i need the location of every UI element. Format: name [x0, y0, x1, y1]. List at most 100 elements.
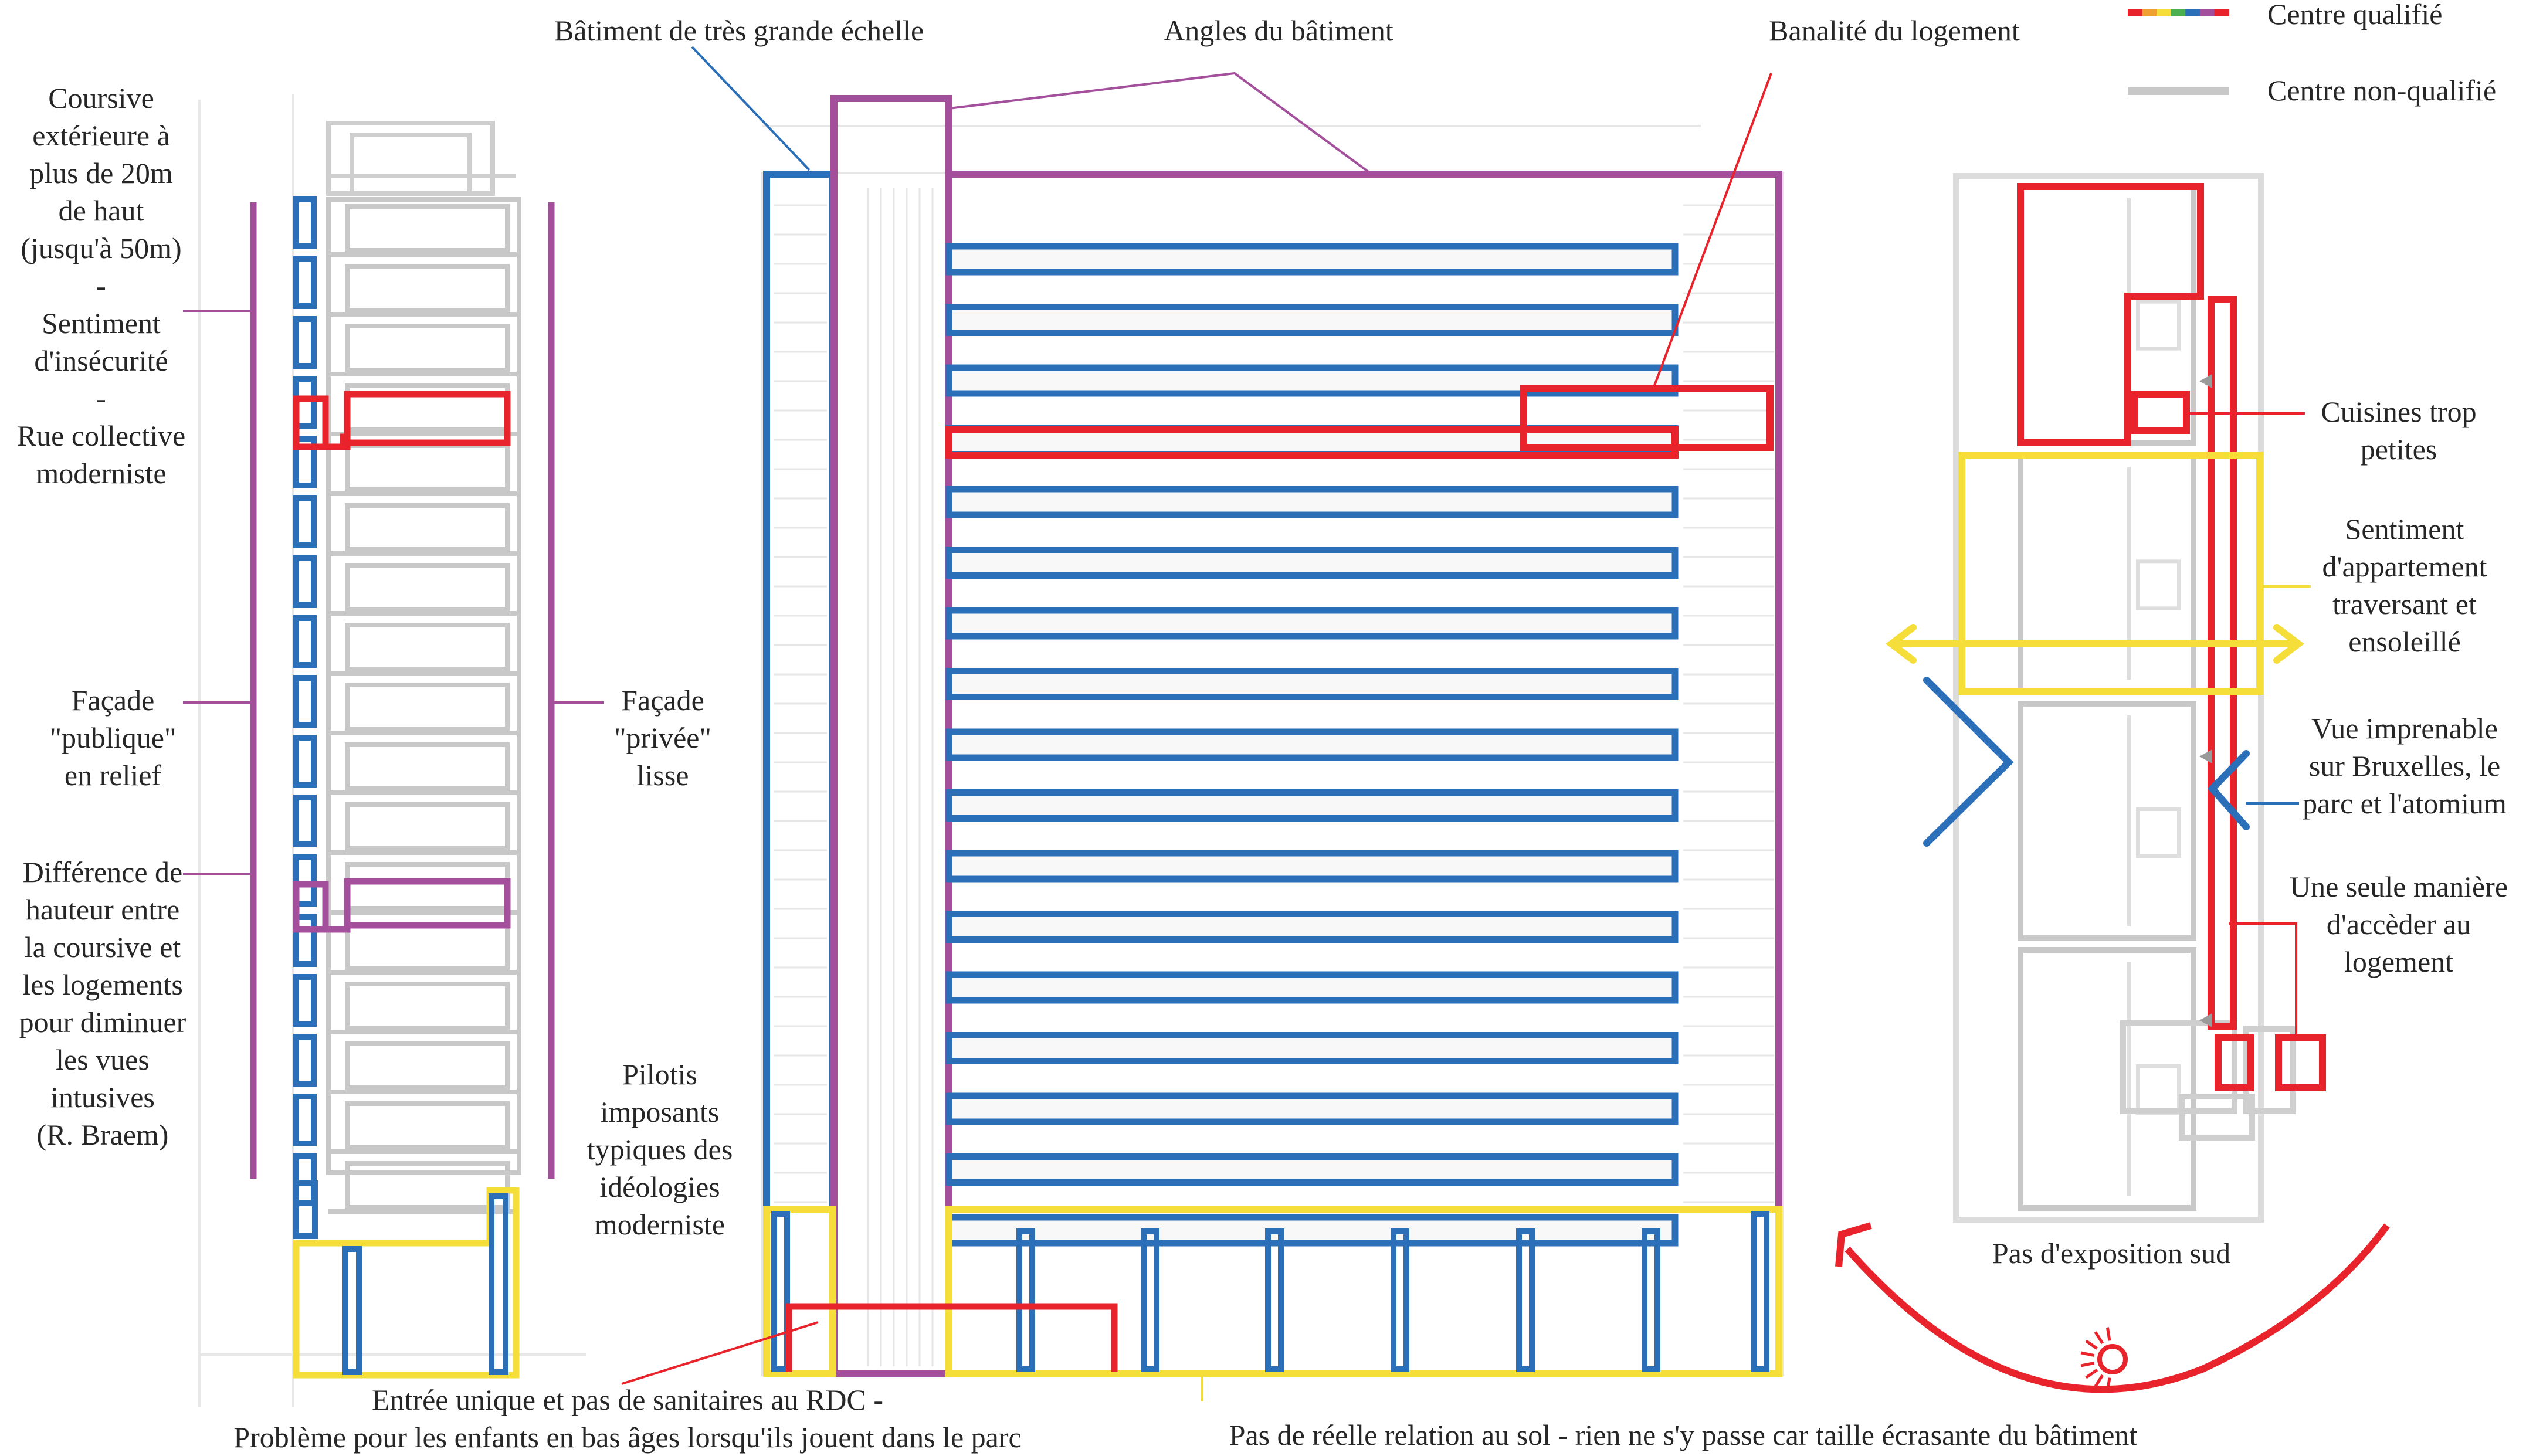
section-floors: [326, 197, 521, 1214]
sun-ray: [2080, 1351, 2095, 1357]
elevation-gallery-bar: [945, 486, 1679, 518]
section-purple-floor: [293, 878, 511, 933]
section-floor-slab: [345, 443, 510, 492]
elevation-gallery-bar: [945, 668, 1679, 700]
plan-room: [2136, 559, 2181, 610]
building-plan: [1835, 173, 2390, 1393]
elevation-red-gallery: [945, 426, 1679, 459]
plan-access-arrows: [2199, 374, 2212, 1027]
elevation-gallery-bar: [945, 304, 1679, 336]
elevation-gallery-bar: [945, 1153, 1679, 1186]
legend-swatch-segment: [2142, 9, 2158, 16]
section-gallery-box: [293, 675, 317, 728]
sun-ray: [2085, 1339, 2098, 1350]
plan-access-gallery: [2208, 296, 2237, 1030]
section-gallery-box: [293, 1094, 317, 1146]
plan-room: [2136, 807, 2181, 858]
plan-red-kitchen: [2131, 391, 2190, 434]
section-gallery-box: [293, 974, 317, 1027]
legend-swatch-segment: [2157, 9, 2172, 16]
section-floor-slab: [345, 862, 510, 911]
elevation-gallery-bar: [945, 850, 1679, 883]
section-pilotis-column-left: [342, 1246, 362, 1375]
sun-ray: [2094, 1374, 2104, 1387]
south-arc: [1845, 1223, 2390, 1393]
elevation-piloti: [1391, 1228, 1409, 1372]
section-floor-slab: [345, 324, 510, 372]
elevation-gallery-bar: [945, 911, 1679, 943]
plan-unit: [2018, 184, 2196, 446]
elevation-gallery-bar: [945, 971, 1679, 1004]
plan-through-arrow: [1886, 624, 2304, 664]
label-private-facade: Façade "privée" lisse: [614, 684, 711, 792]
label-kitchens: Cuisines trop petites: [2321, 395, 2477, 466]
elevation-gallery-bar: [945, 1032, 1679, 1064]
section-floor-slab: [345, 802, 510, 851]
plan-yellow-unit: [1958, 452, 2263, 695]
elevation-window-grid: [774, 188, 1774, 1366]
plan-red-stair: [2215, 1034, 2254, 1091]
label-pilotis: Pilotis imposants typiques des idéologie…: [586, 1058, 733, 1241]
sun-rays-icon: [2080, 1327, 2111, 1391]
section-floor-slab: [345, 264, 510, 313]
plan-red-unit: [2017, 183, 2204, 446]
elevation-red-dwelling: [1520, 385, 1774, 451]
label-large-scale: Bâtiment de très grande échelle: [554, 14, 924, 47]
elevation-gallery-bar: [945, 243, 1679, 276]
section-gallery-box: [293, 495, 317, 548]
legend-unqualified-label: Centre non-qualifié: [2267, 74, 2497, 107]
plan-view-markers: [1923, 677, 2250, 847]
sun-ray: [2080, 1361, 2095, 1367]
elevation-entrance: [785, 1303, 1118, 1372]
section-gallery-box: [293, 196, 317, 249]
section-frame: [326, 197, 521, 1175]
plan-unit: [2018, 701, 2196, 941]
plan-unit: [2018, 947, 2196, 1211]
elevation-gallery-bar: [945, 547, 1679, 579]
section-red-floor: [293, 391, 511, 450]
plan-units: [2018, 184, 2196, 1211]
legend-qualified-swatch: [2128, 9, 2229, 16]
section-pilotis-column-right: [489, 1193, 508, 1375]
elevation-piloti: [1642, 1228, 1660, 1372]
sun-ray: [2085, 1369, 2098, 1379]
plan-stair-core: [2120, 1020, 2296, 1141]
section-pilotis-ground-box: [293, 1180, 318, 1239]
section-floor-slab: [345, 503, 510, 552]
building-elevation: [621, 46, 1784, 1401]
south-arc-arrowhead: [1835, 1222, 1872, 1267]
section-floor-slab: [345, 1041, 510, 1090]
label-single-access: Une seule manière d'accèder au logement: [2289, 870, 2508, 978]
label-no-south: Pas d'exposition sud: [1992, 1237, 2231, 1270]
section-floor-slab: [345, 563, 510, 612]
section-gallery-box: [293, 555, 317, 608]
elevation-gallery-bar: [945, 607, 1679, 640]
elevation-gallery-bar: [945, 1092, 1679, 1125]
label-height-difference: Différence de hauteur entre la coursive …: [19, 856, 187, 1151]
legend-swatch-segment: [2128, 9, 2143, 16]
plan-outline: [1953, 173, 2264, 1223]
section-floor-slab: [345, 1161, 510, 1210]
label-through-apartment: Sentiment d'appartement traversant et en…: [2322, 513, 2487, 658]
section-gallery-box: [293, 1153, 317, 1206]
elevation-gallery-bar: [945, 1214, 1679, 1247]
sun-ray: [2105, 1327, 2111, 1341]
label-corners: Angles du bâtiment: [1164, 14, 1393, 47]
elevation-ground-blue-right: [1751, 1211, 1769, 1372]
section-floor-slab: [345, 1101, 510, 1150]
elevation-piloti: [1265, 1228, 1284, 1372]
legend-swatch-segment: [2171, 9, 2186, 16]
section-gallery-box: [293, 795, 317, 847]
section-floor-slab: [345, 623, 510, 671]
legend: [2128, 9, 2229, 95]
label-ground-relation: Pas de réelle relation au sol - rien ne …: [1229, 1418, 2138, 1451]
section-gallery-box: [293, 735, 317, 788]
section-gallery-box: [293, 1034, 317, 1087]
plan-unit: [2018, 452, 2196, 694]
section-gallery-boxes: [293, 196, 317, 1206]
elevation-ground-blue-left: [771, 1211, 790, 1372]
section-pilotis-outline: [293, 1187, 520, 1379]
plan-room: [2136, 300, 2181, 351]
elevation-left-tower: [763, 171, 836, 1213]
